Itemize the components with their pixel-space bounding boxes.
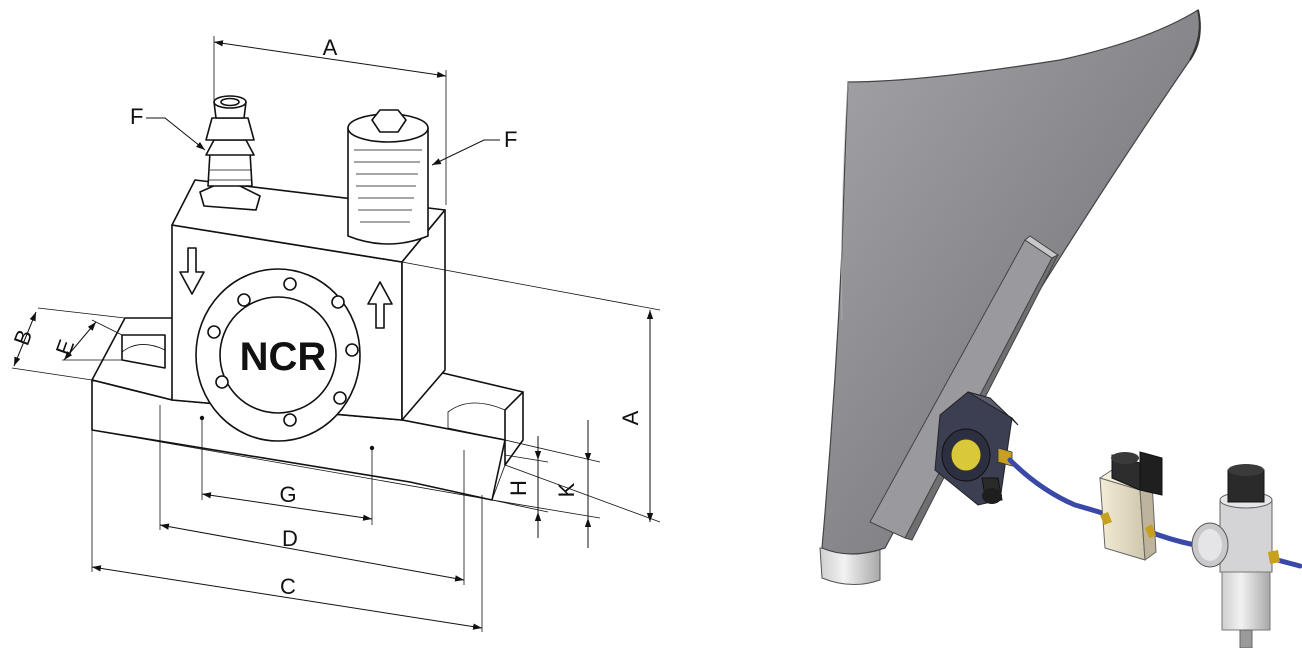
- dim-f-left-label: F: [130, 104, 143, 129]
- vibrator-icon: [934, 391, 1019, 506]
- dim-a-side-label: A: [618, 410, 643, 425]
- hose-barb-fitting: [199, 95, 261, 211]
- dim-g-label: G: [279, 482, 296, 507]
- muffler-fitting: [347, 109, 429, 245]
- flange: NCR: [195, 268, 361, 442]
- dim-h-label: H: [506, 480, 531, 496]
- dim-d-label: D: [282, 526, 298, 551]
- brand-label: NCR: [240, 335, 327, 379]
- dimension-drawing: NCR A F F: [9, 35, 661, 632]
- dim-k-label: K: [554, 482, 579, 497]
- flow-down-arrow-icon: [179, 247, 205, 295]
- solenoid-valve-icon: [1098, 451, 1163, 561]
- dim-c-label: C: [280, 574, 296, 599]
- dim-a-top-label: A: [323, 35, 338, 60]
- filter-regulator-icon: [1191, 464, 1280, 649]
- dim-e-label: E: [51, 336, 80, 358]
- flow-up-arrow-icon: [367, 281, 393, 329]
- hopper-outlet-icon: [819, 547, 881, 585]
- dim-f-right-label: F: [504, 127, 517, 152]
- installation-illustration: [819, 9, 1302, 649]
- dim-b-label: B: [9, 326, 38, 348]
